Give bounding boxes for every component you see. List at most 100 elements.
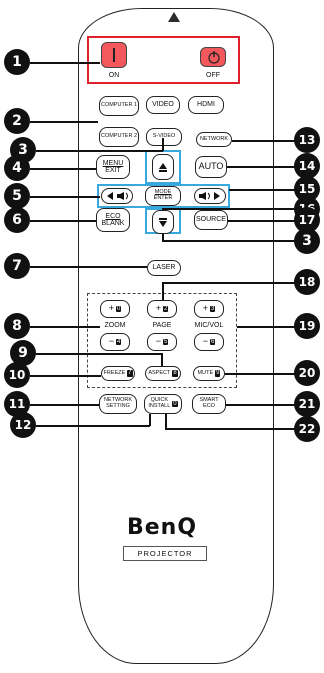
menu-exit-label-2: EXIT <box>105 167 121 174</box>
eco-blank-label-2: BLANK <box>101 220 125 227</box>
leader-line-18 <box>162 282 296 284</box>
leader-line-9-v <box>161 353 163 366</box>
right-volume-up-icon <box>199 192 220 200</box>
plus-label: + <box>202 303 208 314</box>
callout-5: 5 <box>4 183 30 209</box>
page-label: PAGE <box>152 322 172 329</box>
nav-up-outline <box>145 150 181 184</box>
eco-blank-label-1: ECO <box>105 212 121 220</box>
network-setting-label-2: SETTING <box>106 403 130 409</box>
leader-line-11 <box>30 404 99 406</box>
quick-install-label-1: QUICK <box>150 397 169 404</box>
leader-line-15 <box>229 189 296 191</box>
laser-button[interactable]: LASER <box>147 260 181 276</box>
quick-install-label-2: INSTALL <box>148 403 171 409</box>
key-6: 6 <box>209 338 216 346</box>
network-setting-button[interactable]: NETWORK SETTING <box>99 394 137 414</box>
brand-logo: BenQ <box>126 515 198 540</box>
leader-line-4 <box>30 168 96 170</box>
leader-line-21 <box>226 404 296 406</box>
callout-6: 6 <box>4 207 30 233</box>
page-down-button[interactable]: −5 <box>147 333 177 351</box>
product-label: PROJECTOR <box>123 546 207 561</box>
callout-4: 4 <box>4 155 30 181</box>
key-0: 0 <box>115 305 122 313</box>
micvol-plus-button[interactable]: +3 <box>194 300 224 318</box>
callout-18: 18 <box>294 269 320 295</box>
leader-line-12-v <box>149 414 151 426</box>
leader-line-19 <box>237 326 296 328</box>
video-button[interactable]: VIDEO <box>146 96 180 114</box>
aspect-label: ASPECT <box>148 369 171 376</box>
callout-8: 8 <box>4 313 30 339</box>
network-button[interactable]: NETWORK <box>196 132 232 147</box>
smart-eco-button[interactable]: SMART ECO <box>192 394 226 414</box>
minus-label: − <box>202 336 208 347</box>
power-off-button[interactable] <box>200 47 226 67</box>
menu-exit-button[interactable]: MENU EXIT <box>96 155 130 179</box>
leader-line-14 <box>227 166 296 168</box>
leader-line-10 <box>30 375 101 377</box>
quick-install-text: QUICK INSTALL <box>148 397 171 410</box>
quick-install-button[interactable]: QUICK INSTALL 0 <box>144 394 182 414</box>
up-arrow-icon <box>159 162 167 169</box>
zoom-label: ZOOM <box>104 322 126 329</box>
mode-enter-button[interactable]: MODE ENTER <box>145 186 181 206</box>
mode-enter-label-2: ENTER <box>153 195 173 201</box>
leader-line-16 <box>162 208 296 210</box>
mode-enter-label-1: MODE <box>154 189 172 196</box>
leader-line-13 <box>232 140 296 142</box>
page-up-button[interactable]: +2 <box>147 300 177 318</box>
micvol-minus-button[interactable]: −6 <box>194 333 224 351</box>
smart-eco-label-2: ECO <box>203 403 215 409</box>
key-8: 8 <box>172 370 178 377</box>
leader-line-5 <box>30 196 100 198</box>
callout-21: 21 <box>294 391 320 417</box>
callout-19: 19 <box>294 313 320 339</box>
leader-line-22-v <box>165 414 167 429</box>
svideo-button[interactable]: S-VIDEO <box>146 128 182 146</box>
down-button[interactable] <box>152 210 174 234</box>
up-button[interactable] <box>152 154 174 180</box>
down-arrow-icon <box>159 220 167 227</box>
leader-line-17 <box>228 220 296 222</box>
key-2: 2 <box>162 305 169 313</box>
leader-line-9 <box>36 353 162 355</box>
micvol-label: MIC/VOL <box>194 322 224 329</box>
key-0-quick: 0 <box>172 400 178 408</box>
callout-7: 7 <box>4 253 30 279</box>
zoom-plus-button[interactable]: +0 <box>100 300 130 318</box>
mute-label: MUTE <box>197 369 214 376</box>
smart-eco-label-1: SMART <box>199 397 219 404</box>
hdmi-button[interactable]: HDMI <box>188 96 224 114</box>
zoom-minus-button[interactable]: −4 <box>100 333 130 351</box>
leader-line-12 <box>36 425 150 427</box>
leader-line-3a-v <box>162 138 164 151</box>
leader-line-3a <box>36 150 163 152</box>
leader-line-22 <box>165 428 296 430</box>
power-on-button[interactable] <box>101 42 127 68</box>
plus-label: + <box>108 303 114 314</box>
left-volume-down-button[interactable] <box>101 188 133 204</box>
leader-line-7 <box>30 266 147 268</box>
power-off-label: OFF <box>206 72 220 79</box>
laser-warning-icon <box>168 12 180 22</box>
computer1-button[interactable]: COMPUTER 1 <box>99 96 139 116</box>
leader-line-2 <box>30 121 98 123</box>
leader-line-6 <box>30 220 96 222</box>
callout-13: 13 <box>294 127 320 153</box>
leader-line-3b-v <box>162 234 164 241</box>
computer2-button[interactable]: COMPUTER 2 <box>99 127 139 147</box>
callout-10: 10 <box>4 362 30 388</box>
menu-exit-label-1: MENU <box>102 159 124 167</box>
right-volume-up-button[interactable] <box>194 188 226 204</box>
source-button[interactable]: SOURCE <box>194 210 228 230</box>
eco-blank-button[interactable]: ECO BLANK <box>96 208 130 232</box>
minus-label: − <box>155 336 161 347</box>
auto-button[interactable]: AUTO <box>195 156 227 178</box>
callout-1: 1 <box>4 49 30 75</box>
leader-line-1 <box>30 62 100 64</box>
